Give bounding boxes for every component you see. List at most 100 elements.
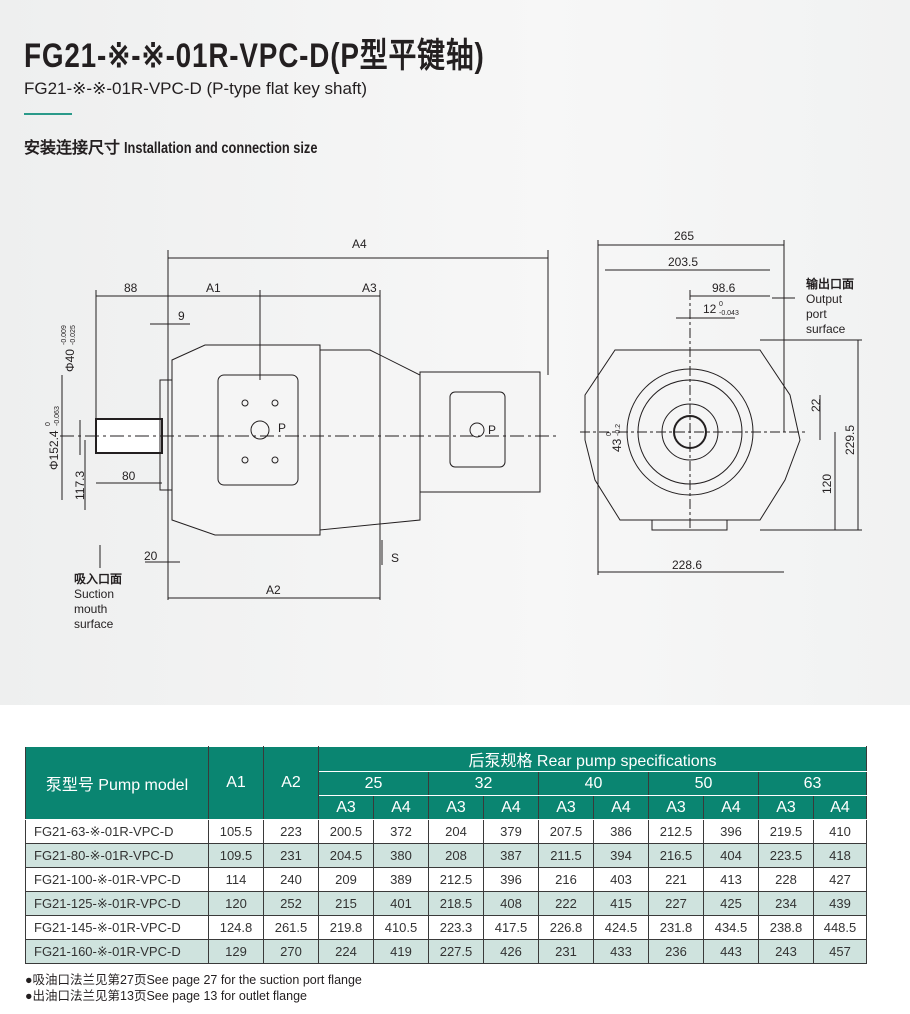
header-size: 63 xyxy=(758,771,867,796)
suction-label: Suction xyxy=(74,587,114,601)
cell-value: 418 xyxy=(813,843,867,868)
cell-model: FG21-125-※-01R-VPC-D xyxy=(25,891,209,916)
dim-a1: A1 xyxy=(206,281,221,295)
header-a3: A3 xyxy=(648,795,704,820)
cell-value: 212.5 xyxy=(428,867,484,892)
output-label: port xyxy=(806,307,827,321)
cell-value: 413 xyxy=(703,867,759,892)
cell-value: 207.5 xyxy=(538,819,594,844)
cell-value: 417.5 xyxy=(483,915,539,940)
section-heading: 安装连接尺寸 Installation and connection size xyxy=(24,134,366,158)
header-a4: A4 xyxy=(813,795,867,820)
cell-value: 380 xyxy=(373,843,429,868)
spec-table: 泵型号 Pump model A1 A2 后泵规格 Rear pump spec… xyxy=(25,746,867,964)
cell-value: 216 xyxy=(538,867,594,892)
cell-value: 396 xyxy=(483,867,539,892)
cell-value: 223.3 xyxy=(428,915,484,940)
side-view: A4 88 A1 A3 9 Φ40 -0.009 -0.025 Φ152.4 0… xyxy=(45,237,560,631)
dim-phi152-tol-lo: -0.063 xyxy=(54,406,61,426)
accent-rule xyxy=(24,113,72,115)
cell-value: 227.5 xyxy=(428,939,484,964)
cell-value: 410.5 xyxy=(373,915,429,940)
cell-value: 212.5 xyxy=(648,819,704,844)
dim-98-6: 98.6 xyxy=(712,281,736,295)
header-a3: A3 xyxy=(318,795,374,820)
suction-label-cn: 吸入口面 xyxy=(74,572,122,586)
cell-value: 215 xyxy=(318,891,374,916)
header-a4: A4 xyxy=(373,795,429,820)
cell-value: 124.8 xyxy=(208,915,264,940)
cell-value: 379 xyxy=(483,819,539,844)
cell-value: 410 xyxy=(813,819,867,844)
cell-value: 223.5 xyxy=(758,843,814,868)
dim-12: 12 xyxy=(703,302,717,316)
dim-88: 88 xyxy=(124,281,138,295)
header-size: 32 xyxy=(428,771,539,796)
cell-value: 226.8 xyxy=(538,915,594,940)
cell-value: 200.5 xyxy=(318,819,374,844)
dim-117: 117.3 xyxy=(73,471,87,500)
header-a3: A3 xyxy=(538,795,594,820)
cell-value: 204.5 xyxy=(318,843,374,868)
dim-12-tol-lo: -0.043 xyxy=(719,310,739,317)
cell-value: 425 xyxy=(703,891,759,916)
dim-120: 120 xyxy=(820,474,834,494)
cell-value: 389 xyxy=(373,867,429,892)
cell-model: FG21-63-※-01R-VPC-D xyxy=(25,819,209,844)
front-housing xyxy=(584,349,801,521)
dim-229-5: 229.5 xyxy=(843,425,857,455)
cell-value: 114 xyxy=(208,867,264,892)
cell-value: 433 xyxy=(593,939,649,964)
technical-drawing: A4 88 A1 A3 9 Φ40 -0.009 -0.025 Φ152.4 0… xyxy=(45,229,862,631)
cell-value: 211.5 xyxy=(538,843,594,868)
cell-value: 234 xyxy=(758,891,814,916)
cell-model: FG21-160-※-01R-VPC-D xyxy=(25,939,209,964)
dim-228-6: 228.6 xyxy=(672,558,702,572)
cell-value: 109.5 xyxy=(208,843,264,868)
header-a1: A1 xyxy=(208,746,264,820)
cell-value: 222 xyxy=(538,891,594,916)
header-a4: A4 xyxy=(593,795,649,820)
cell-value: 408 xyxy=(483,891,539,916)
dim-phi40-tol-up: -0.009 xyxy=(61,325,68,345)
cell-value: 129 xyxy=(208,939,264,964)
cell-value: 105.5 xyxy=(208,819,264,844)
header-a4: A4 xyxy=(703,795,759,820)
cell-value: 434.5 xyxy=(703,915,759,940)
dim-a3: A3 xyxy=(362,281,377,295)
cell-value: 386 xyxy=(593,819,649,844)
section-heading-cn: 安装连接尺寸 xyxy=(24,140,121,157)
cell-value: 426 xyxy=(483,939,539,964)
dim-80: 80 xyxy=(122,469,136,483)
cell-value: 419 xyxy=(373,939,429,964)
cell-value: 231 xyxy=(263,843,319,868)
cell-value: 236 xyxy=(648,939,704,964)
cell-value: 404 xyxy=(703,843,759,868)
cell-value: 372 xyxy=(373,819,429,844)
port-p-label: P xyxy=(278,421,286,435)
dim-203-5: 203.5 xyxy=(668,255,698,269)
cell-model: FG21-80-※-01R-VPC-D xyxy=(25,843,209,868)
cell-model: FG21-100-※-01R-VPC-D xyxy=(25,867,209,892)
dim-phi152-tol-up: 0 xyxy=(45,422,52,426)
header-a2: A2 xyxy=(263,746,319,820)
page-subtitle: FG21-※-※-01R-VPC-D (P-type flat key shaf… xyxy=(24,79,368,98)
cell-value: 394 xyxy=(593,843,649,868)
cell-value: 219.8 xyxy=(318,915,374,940)
cell-value: 457 xyxy=(813,939,867,964)
dim-phi40-tol-lo: -0.025 xyxy=(70,325,77,345)
cell-value: 252 xyxy=(263,891,319,916)
suction-port-flange xyxy=(217,374,299,486)
footnote-outlet: ●出油口法兰见第13页See page 13 for outlet flange xyxy=(25,989,307,1003)
cell-value: 208 xyxy=(428,843,484,868)
cell-value: 401 xyxy=(373,891,429,916)
cell-value: 227 xyxy=(648,891,704,916)
adapter-body xyxy=(319,349,421,531)
dim-phi152: Φ152.4 xyxy=(47,430,61,470)
cell-value: 120 xyxy=(208,891,264,916)
cell-value: 396 xyxy=(703,819,759,844)
